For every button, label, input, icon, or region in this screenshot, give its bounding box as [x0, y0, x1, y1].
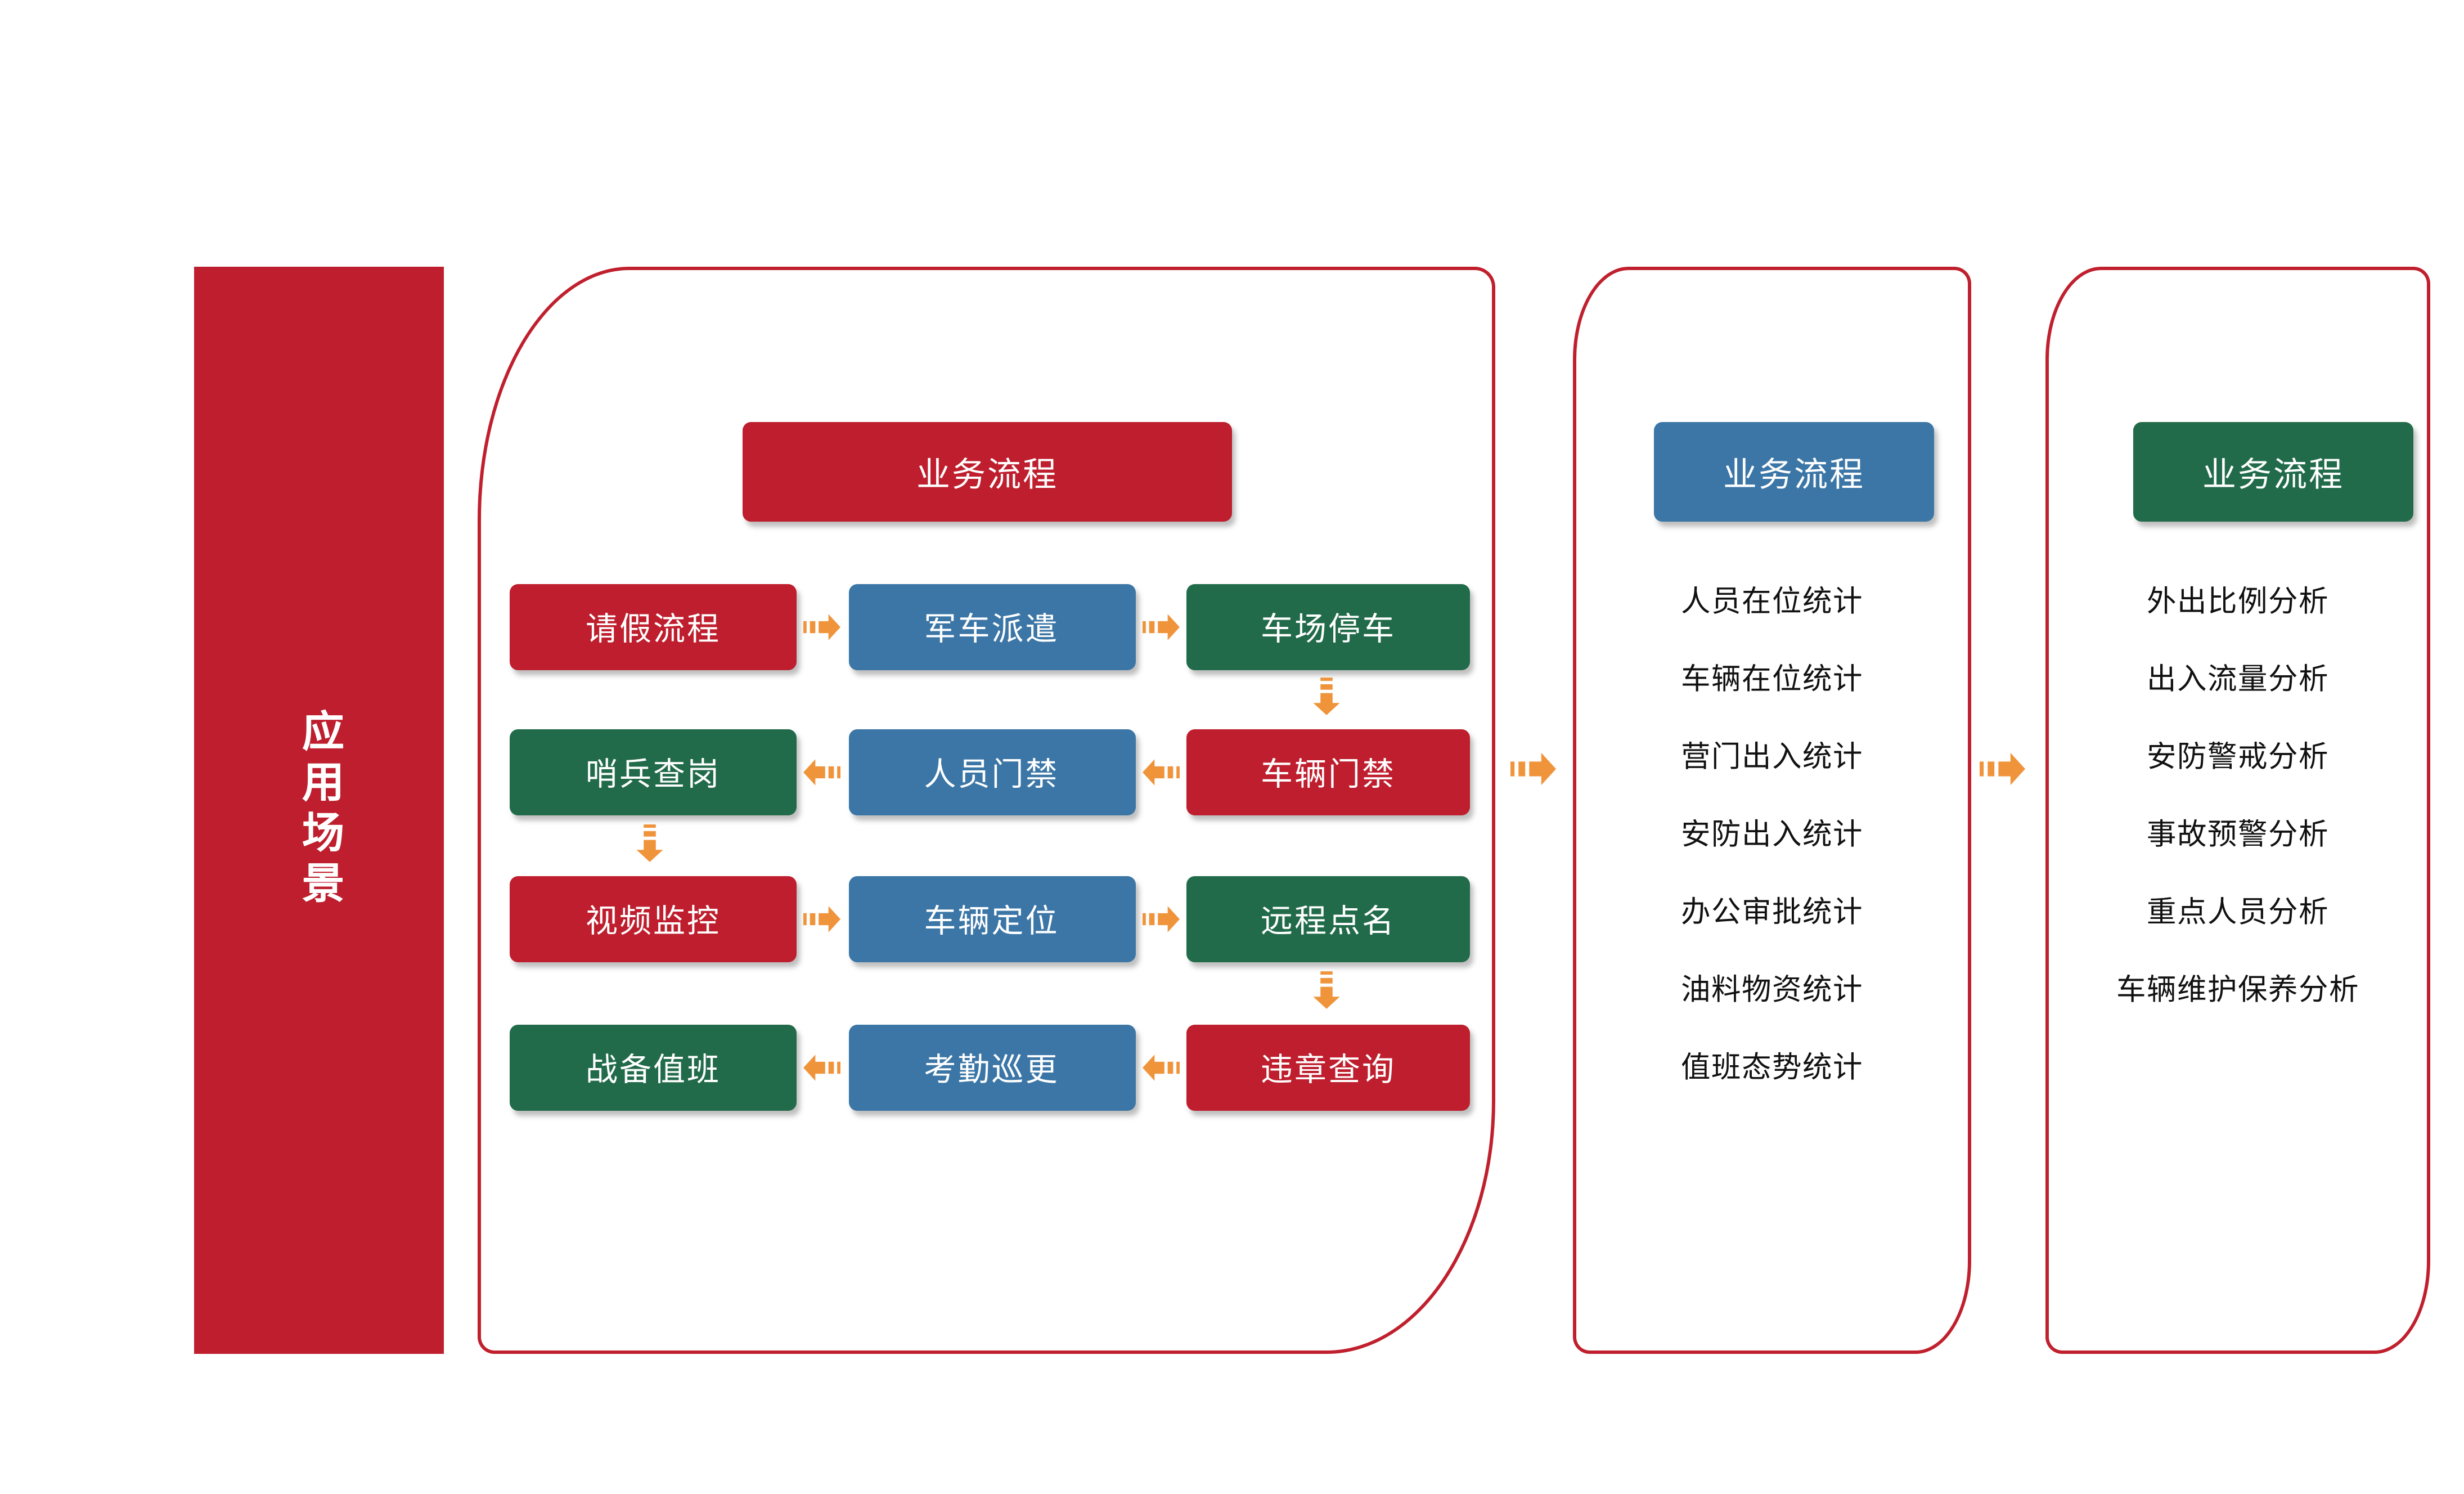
list-item: 安防出入统计: [1681, 816, 1863, 850]
flow-arrow-right-icon: [804, 613, 841, 641]
business-flow-panel: 业务流程 请假流程 军车派遣 车场停车 哨兵查岗 人员门禁: [478, 267, 1495, 1354]
flow-box-label: 违章查询: [1260, 1053, 1396, 1089]
list-item: 外出比例分析: [2147, 583, 2329, 617]
panel-link-arrow-icon: [1510, 751, 1556, 787]
flow-box-shipinjiankong: 视频监控: [510, 876, 797, 962]
flow-arrow-left-icon: [1142, 1053, 1179, 1082]
flow-box-cheliangmenjin: 车辆门禁: [1186, 729, 1470, 815]
flow-box-cheliangdingwei: 车辆定位: [848, 876, 1135, 962]
application-scenarios-label: 应用场景: [296, 709, 344, 912]
flow-arrow-right-icon: [1142, 905, 1179, 934]
flow-panel-title-box: 业务流程: [743, 422, 1232, 522]
flow-box-junchepaiqian: 军车派遣: [848, 584, 1135, 670]
statistics-panel-title-box: 业务流程: [1654, 422, 1934, 522]
list-item: 重点人员分析: [2147, 894, 2329, 928]
flow-box-kaoqinxungeng: 考勤巡更: [848, 1025, 1135, 1111]
arrow-gap: [1135, 613, 1187, 641]
arrow-gap: [1135, 1053, 1187, 1082]
analysis-panel: 业务流程 外出比例分析 出入流量分析 安防警戒分析 事故预警分析 重点人员分析 …: [2045, 267, 2430, 1354]
flow-box-label: 军车派遣: [924, 613, 1059, 648]
arrow-gap: [1135, 758, 1187, 787]
flow-box-label: 车辆门禁: [1260, 758, 1396, 793]
application-scenarios-banner: 应用场景: [194, 267, 444, 1354]
list-item: 营门出入统计: [1681, 738, 1863, 773]
flow-box-renyuanmenjin: 人员门禁: [848, 729, 1135, 815]
list-item: 人员在位统计: [1681, 583, 1863, 617]
arrow-gap: [797, 905, 848, 934]
flow-box-label: 视频监控: [585, 905, 721, 940]
flow-panel-title: 业务流程: [916, 457, 1058, 495]
flow-arrow-right-icon: [804, 905, 841, 934]
flow-box-label: 车场停车: [1260, 613, 1396, 648]
flow-arrow-left-icon: [804, 758, 841, 787]
flow-row-2: 哨兵查岗 人员门禁 车辆门禁: [510, 729, 1470, 815]
flow-row-4: 战备值班 考勤巡更 违章查询: [510, 1025, 1470, 1111]
arrow-gap: [797, 1053, 848, 1082]
flow-box-label: 请假流程: [585, 613, 721, 648]
flow-box-label: 哨兵查岗: [585, 758, 721, 793]
flow-box-weizhangchaxun: 违章查询: [1186, 1025, 1470, 1111]
flow-arrow-down-icon: [1312, 676, 1341, 717]
arrow-gap: [797, 758, 848, 787]
list-item: 车辆维护保养分析: [2116, 971, 2359, 1006]
flow-box-zhanbeizhiban: 战备值班: [510, 1025, 797, 1111]
flow-row-1: 请假流程 军车派遣 车场停车: [510, 584, 1470, 670]
list-item: 事故预警分析: [2147, 816, 2329, 850]
analysis-list: 外出比例分析 出入流量分析 安防警戒分析 事故预警分析 重点人员分析 车辆维护保…: [2049, 560, 2427, 1026]
flow-box-label: 人员门禁: [924, 758, 1059, 793]
flow-arrow-left-icon: [1142, 758, 1179, 787]
statistics-panel: 业务流程 人员在位统计 车辆在位统计 营门出入统计 安防出入统计 办公审批统计 …: [1573, 267, 1971, 1354]
statistics-list: 人员在位统计 车辆在位统计 营门出入统计 安防出入统计 办公审批统计 油料物资统…: [1576, 560, 1968, 1104]
arrow-gap: [797, 613, 848, 641]
flow-box-yuanchengdianming: 远程点名: [1186, 876, 1470, 962]
list-item: 油料物资统计: [1681, 971, 1863, 1006]
panel-link-arrow-icon: [1980, 751, 2025, 787]
flow-arrow-down-icon: [636, 823, 664, 864]
flow-box-chechangtingche: 车场停车: [1186, 584, 1470, 670]
flow-box-label: 战备值班: [585, 1053, 721, 1089]
flow-box-label: 考勤巡更: [924, 1053, 1059, 1089]
flow-arrow-right-icon: [1142, 613, 1179, 641]
list-item: 办公审批统计: [1681, 894, 1863, 928]
arrow-gap: [1135, 905, 1187, 934]
statistics-panel-title: 业务流程: [1723, 457, 1865, 495]
list-item: 出入流量分析: [2147, 661, 2329, 695]
analysis-panel-title: 业务流程: [2202, 457, 2344, 495]
flow-row-3: 视频监控 车辆定位 远程点名: [510, 876, 1470, 962]
analysis-panel-title-box: 业务流程: [2133, 422, 2413, 522]
list-item: 车辆在位统计: [1681, 661, 1863, 695]
flow-arrow-down-icon: [1312, 970, 1341, 1011]
flow-box-shaobingchagang: 哨兵查岗: [510, 729, 797, 815]
list-item: 值班态势统计: [1681, 1049, 1863, 1083]
flow-box-label: 远程点名: [1260, 905, 1396, 940]
flow-arrow-left-icon: [804, 1053, 841, 1082]
flow-box-label: 车辆定位: [924, 905, 1059, 940]
flow-box-qingjialiucheng: 请假流程: [510, 584, 797, 670]
list-item: 安防警戒分析: [2147, 738, 2329, 773]
